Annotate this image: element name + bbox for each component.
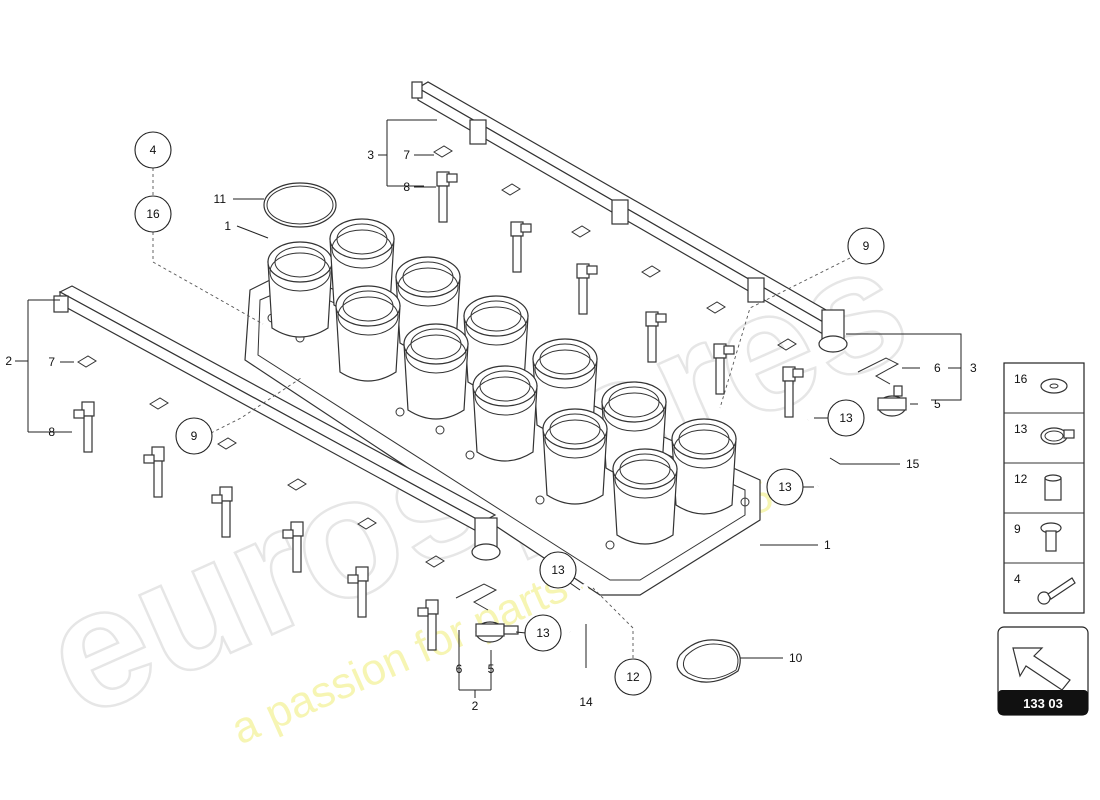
pressure-regulator-port (818, 309, 848, 353)
pressure-regulator-port (471, 517, 501, 561)
label-7-top: 7 (403, 148, 410, 162)
label-1-bottom: 1 (824, 538, 831, 552)
sleeve-icon (1044, 474, 1062, 501)
pressure-regulator-right (877, 385, 907, 417)
runner (671, 418, 737, 515)
label-8-left: 8 (48, 425, 55, 439)
injector (576, 263, 598, 315)
label-3-right: 3 (970, 361, 977, 375)
svg-text:9: 9 (1014, 522, 1021, 536)
svg-text:13: 13 (778, 480, 792, 494)
svg-text:16: 16 (146, 207, 160, 221)
callout-13-low: 13 (524, 614, 562, 652)
svg-text:4: 4 (1014, 572, 1021, 586)
callout-16: 16 (134, 195, 172, 233)
gasket-10 (676, 639, 741, 683)
svg-text:13: 13 (839, 411, 853, 425)
screw-icon (1040, 522, 1062, 552)
arrow-icon (1012, 647, 1071, 691)
page-reference: 133 03 (997, 626, 1089, 716)
callout-13-right: 13 (827, 399, 865, 437)
fuel-rail-lower (53, 285, 501, 561)
svg-text:13: 13 (536, 626, 550, 640)
runner (267, 241, 333, 338)
gasket-11 (263, 182, 337, 228)
pressure-regulator-left (475, 621, 519, 643)
washer-icon (1040, 378, 1068, 394)
callout-9-left: 9 (175, 417, 213, 455)
callout-13-bottom: 13 (539, 551, 577, 589)
legend-row-12: 12 (1014, 472, 1062, 501)
injector (436, 171, 458, 223)
label-1-top: 1 (224, 219, 231, 233)
leader-lines (15, 119, 962, 698)
injector (417, 599, 439, 651)
small-parts-legend: 16 13 12 9 4 (1003, 362, 1085, 614)
label-5-right: 5 (934, 397, 941, 411)
injectors-upper (436, 171, 804, 418)
label-2-bottom: 2 (472, 699, 479, 713)
legend-row-4: 4 (1014, 572, 1076, 605)
callout-12: 12 (614, 658, 652, 696)
label-6-bottom: 6 (456, 662, 463, 676)
injectors-lower (73, 401, 439, 651)
runner (612, 448, 678, 545)
label-3-top: 3 (367, 148, 374, 162)
callout-9-top: 9 (847, 227, 885, 265)
label-2-left: 2 (5, 354, 12, 368)
svg-text:16: 16 (1014, 372, 1028, 386)
svg-text:4: 4 (150, 143, 157, 157)
hose-clamp-icon (1040, 427, 1075, 445)
intake-runners (267, 218, 737, 545)
svg-text:13: 13 (551, 563, 565, 577)
svg-text:12: 12 (626, 670, 640, 684)
injector (645, 311, 667, 363)
label-5-bottom: 5 (488, 662, 495, 676)
svg-text:9: 9 (191, 429, 198, 443)
page-ref-number: 133 03 (1023, 696, 1063, 711)
injector (73, 401, 95, 453)
injector (282, 521, 304, 573)
spring-clip-right (857, 357, 900, 385)
callout-13-mid: 13 (766, 468, 804, 506)
callouts: 4 16 9 9 13 13 13 13 12 (134, 131, 885, 696)
label-6-right: 6 (934, 361, 941, 375)
injector (510, 221, 532, 273)
label-8-top: 8 (403, 180, 410, 194)
injector (347, 566, 369, 618)
label-15: 15 (906, 457, 920, 471)
svg-text:13: 13 (1014, 422, 1028, 436)
rail-mount-tabs (469, 119, 765, 303)
part-labels: 11 1 3 7 8 2 7 8 6 3 5 15 1 10 14 6 5 2 (5, 148, 977, 713)
legend-row-13: 13 (1014, 422, 1075, 445)
injector (211, 486, 233, 538)
callout-4: 4 (134, 131, 172, 169)
runner (472, 365, 538, 462)
runner (335, 285, 401, 382)
retaining-clips (77, 145, 797, 568)
svg-text:9: 9 (863, 239, 870, 253)
fuel-rail-upper (411, 81, 848, 353)
label-10: 10 (789, 651, 803, 665)
runner (542, 408, 608, 505)
legend-row-9: 9 (1014, 522, 1062, 552)
label-11: 11 (214, 192, 227, 206)
label-7-left: 7 (48, 355, 55, 369)
spring-clip-left (455, 583, 498, 611)
runner (403, 323, 469, 420)
legend-row-16: 16 (1014, 372, 1068, 394)
injector (143, 446, 165, 498)
label-14: 14 (579, 695, 593, 709)
bolt-icon (1037, 577, 1076, 605)
svg-text:12: 12 (1014, 472, 1028, 486)
injector (782, 366, 804, 418)
injector (713, 343, 735, 395)
